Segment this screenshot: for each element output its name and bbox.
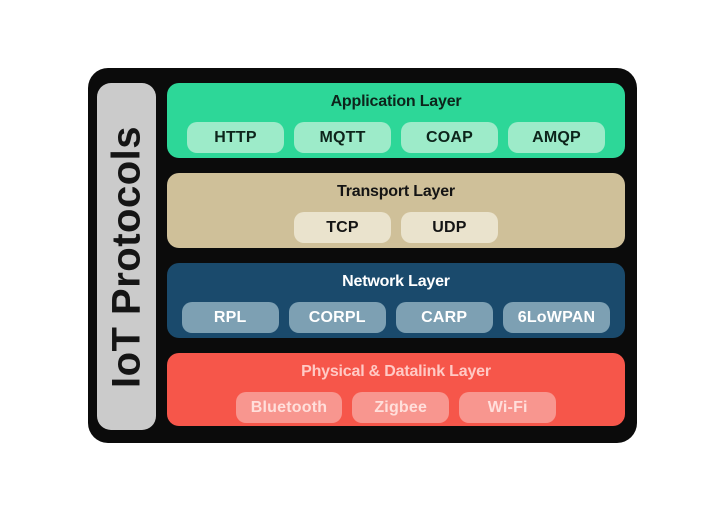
protocol-pill-tcp: TCP	[294, 212, 391, 243]
layer-transport: Transport Layer TCP UDP	[167, 173, 625, 248]
layer-title-physical-datalink: Physical & Datalink Layer	[301, 363, 491, 380]
pill-row-physical-datalink: Bluetooth Zigbee Wi-Fi	[235, 392, 557, 423]
layer-application: Application Layer HTTP MQTT COAP AMQP	[167, 83, 625, 158]
protocol-pill-zigbee: Zigbee	[352, 392, 450, 423]
protocol-pill-bluetooth: Bluetooth	[235, 392, 343, 423]
protocol-pill-carp: CARP	[395, 302, 493, 333]
protocol-pill-6lowpan: 6LoWPAN	[502, 302, 611, 333]
pill-row-application: HTTP MQTT COAP AMQP	[187, 122, 605, 153]
protocol-pill-corpl: CORPL	[288, 302, 386, 333]
iot-protocols-frame: IoT Protocols Application Layer HTTP MQT…	[88, 68, 637, 443]
layer-title-network: Network Layer	[342, 273, 450, 290]
protocol-pill-wifi: Wi-Fi	[459, 392, 557, 423]
pill-row-transport: TCP UDP	[294, 212, 498, 243]
pill-row-network: RPL CORPL CARP 6LoWPAN	[181, 302, 611, 333]
iot-protocols-sidebar: IoT Protocols	[97, 83, 156, 430]
protocol-pill-rpl: RPL	[181, 302, 279, 333]
protocol-pill-http: HTTP	[187, 122, 284, 153]
layers-stack: Application Layer HTTP MQTT COAP AMQP Tr…	[167, 83, 625, 426]
protocol-pill-coap: COAP	[401, 122, 498, 153]
protocol-pill-mqtt: MQTT	[294, 122, 391, 153]
layer-network: Network Layer RPL CORPL CARP 6LoWPAN	[167, 263, 625, 338]
layer-title-transport: Transport Layer	[337, 183, 455, 200]
layer-title-application: Application Layer	[330, 93, 462, 110]
protocol-pill-udp: UDP	[401, 212, 498, 243]
sidebar-label: IoT Protocols	[104, 125, 148, 388]
protocol-pill-amqp: AMQP	[508, 122, 605, 153]
layer-physical-datalink: Physical & Datalink Layer Bluetooth Zigb…	[167, 353, 625, 426]
